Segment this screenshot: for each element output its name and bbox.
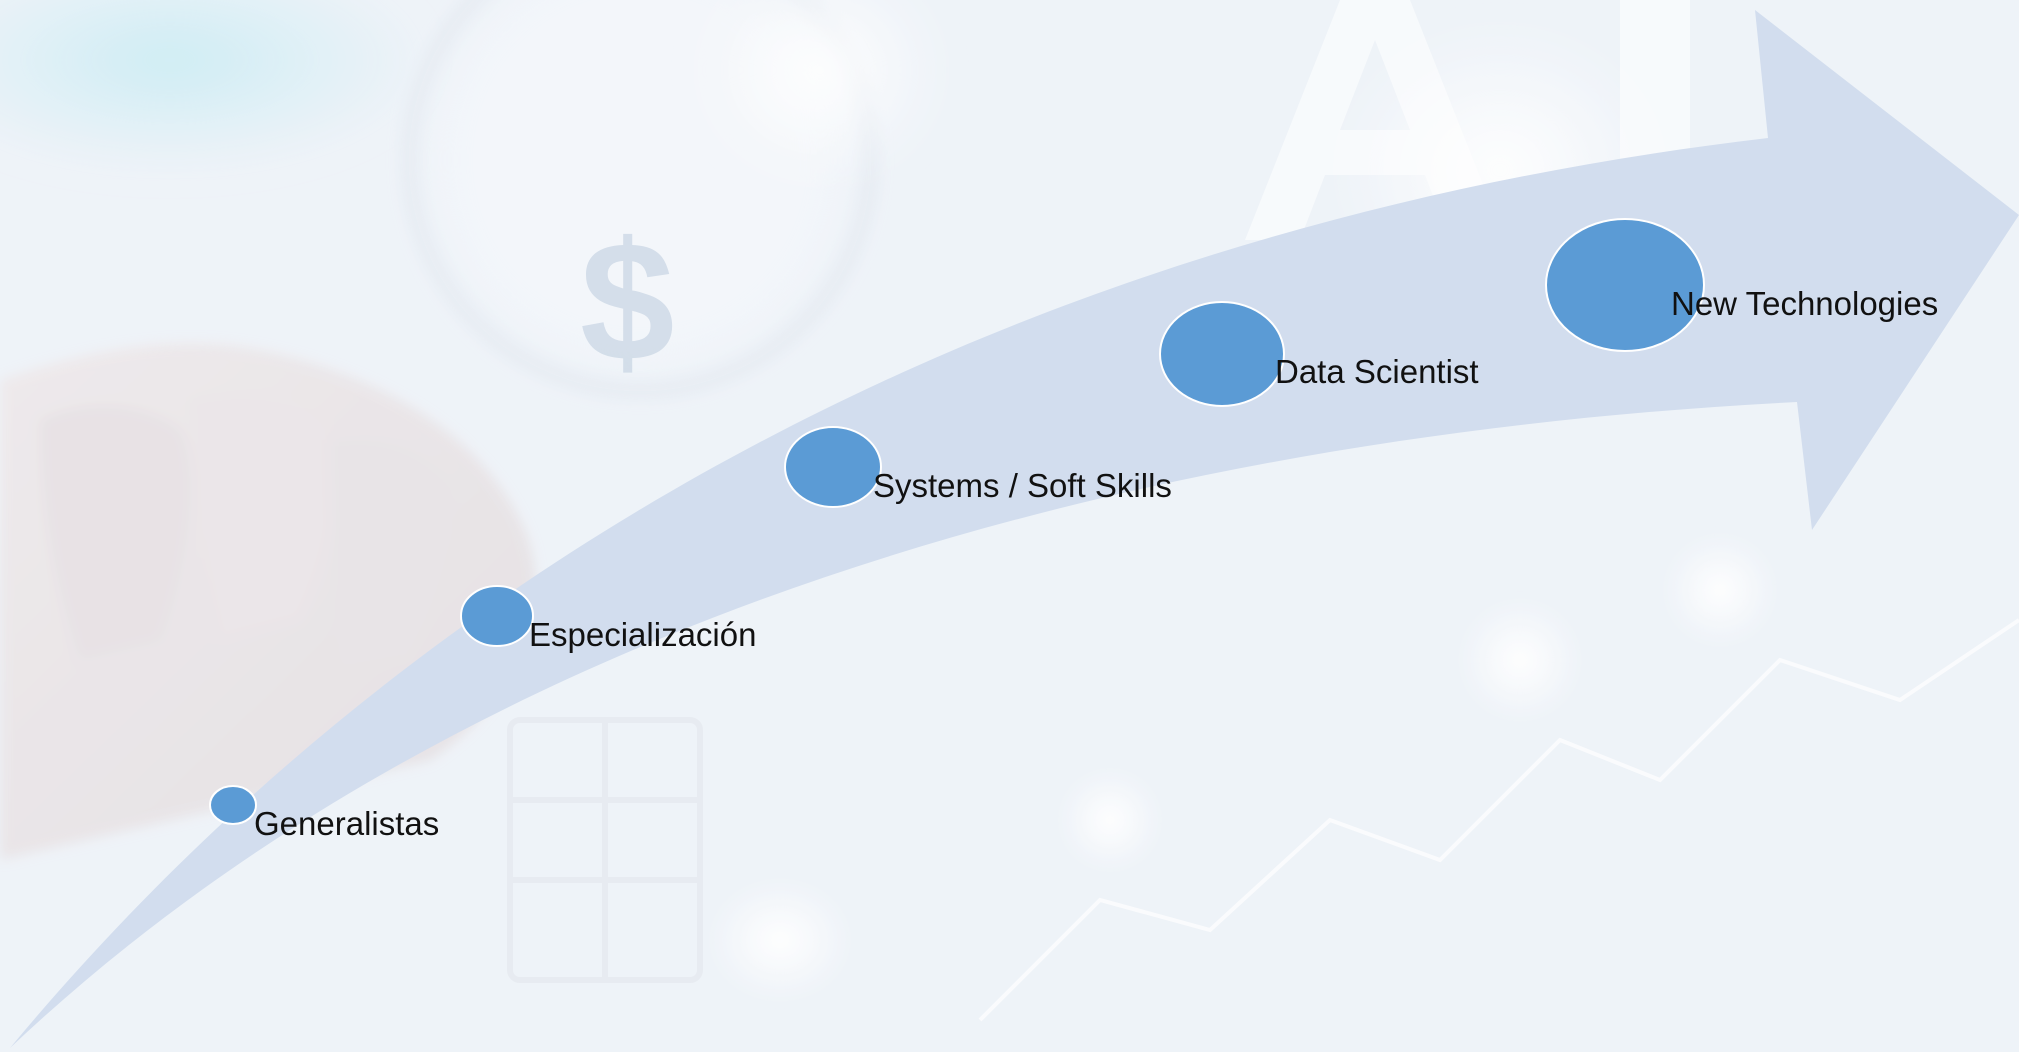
step-label: Generalistas [254, 805, 439, 842]
step-marker [784, 426, 882, 508]
curved-arrow-shape [10, 10, 2019, 1048]
step-especializacion: Especialización [460, 585, 756, 653]
step-systems-soft-skills: Systems / Soft Skills [784, 426, 1172, 508]
step-label: Data Scientist [1275, 353, 1479, 390]
step-label: Especialización [529, 616, 756, 653]
step-marker [1159, 301, 1285, 407]
step-marker [1545, 218, 1705, 352]
step-data-scientist: Data Scientist [1159, 301, 1479, 407]
step-marker [209, 785, 257, 825]
step-new-technologies: New Technologies [1545, 218, 1938, 352]
step-generalistas: Generalistas [209, 785, 439, 842]
step-label: New Technologies [1671, 285, 1938, 322]
dollar-icon: $ [580, 207, 675, 397]
step-marker [460, 585, 534, 647]
step-label: Systems / Soft Skills [873, 467, 1172, 504]
